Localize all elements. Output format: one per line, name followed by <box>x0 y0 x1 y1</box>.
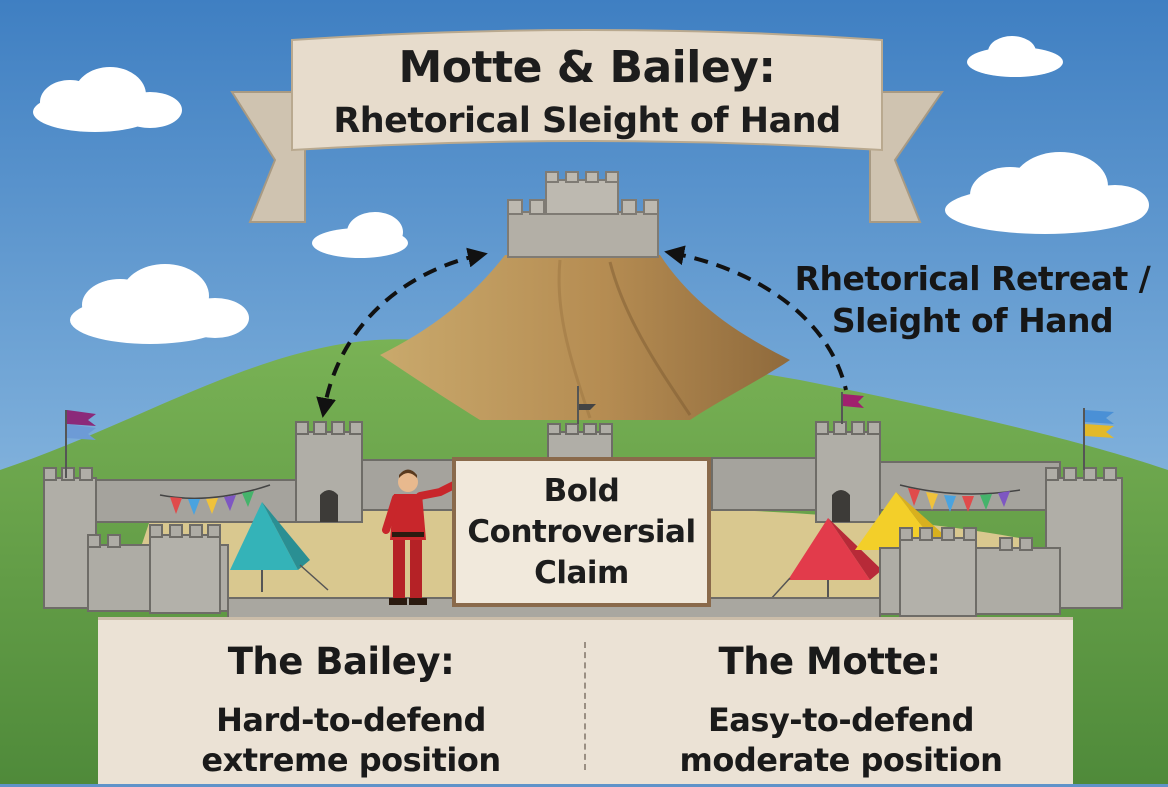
flag-icon <box>577 386 596 424</box>
bailey-definition: The Bailey: Hard-to-defend extreme posit… <box>98 620 584 787</box>
bailey-description: Hard-to-defend extreme position <box>186 700 516 780</box>
definitions-panel: The Bailey: Hard-to-defend extreme posit… <box>98 617 1073 784</box>
flag-icon <box>841 392 864 424</box>
retreat-arrow-left <box>316 247 488 418</box>
retreat-label: Rhetorical Retreat / Sleight of Hand <box>790 258 1155 342</box>
castle-tower <box>295 421 363 523</box>
cloud-icon <box>33 67 182 132</box>
cloud-icon <box>967 36 1063 77</box>
title-banner-text: Motte & Bailey: Rhetorical Sleight of Ha… <box>292 28 882 162</box>
front-wall <box>87 524 1061 621</box>
tent <box>230 502 329 592</box>
bailey-desc-line2: extreme position <box>201 741 501 779</box>
bailey-desc-line1: Hard-to-defend <box>216 701 486 739</box>
keep-tower <box>507 171 659 258</box>
flag-icon <box>1083 408 1114 470</box>
retreat-label-line2: Sleight of Hand <box>831 301 1114 340</box>
motte-definition: The Motte: Easy-to-defend moderate posit… <box>586 620 1073 787</box>
cloud-icon <box>945 152 1149 234</box>
motte-desc-line2: moderate position <box>679 741 1003 779</box>
motte-desc-line1: Easy-to-defend <box>707 701 975 739</box>
claim-sign: Bold Controversial Claim <box>452 457 711 607</box>
claim-line3: Claim <box>534 554 629 591</box>
title-banner <box>230 29 944 223</box>
panel-divider <box>584 642 586 770</box>
bunting <box>159 484 1021 515</box>
flag-icon <box>65 410 96 478</box>
page-subtitle: Rhetorical Sleight of Hand <box>333 101 841 141</box>
red-suited-figure <box>382 469 462 605</box>
motte-heading: The Motte: <box>718 640 941 683</box>
motte-description: Easy-to-defend moderate position <box>666 700 1016 780</box>
retreat-label-line1: Rhetorical Retreat / <box>794 259 1151 298</box>
castle-tower <box>815 421 881 523</box>
retreat-arrow-right <box>664 245 848 391</box>
page-title: Motte & Bailey: <box>398 42 776 93</box>
cloud-icon <box>70 264 249 344</box>
claim-line1: Bold <box>543 472 620 509</box>
claim-line2: Controversial <box>467 513 696 550</box>
tent <box>769 518 882 601</box>
bailey-heading: The Bailey: <box>227 640 455 683</box>
